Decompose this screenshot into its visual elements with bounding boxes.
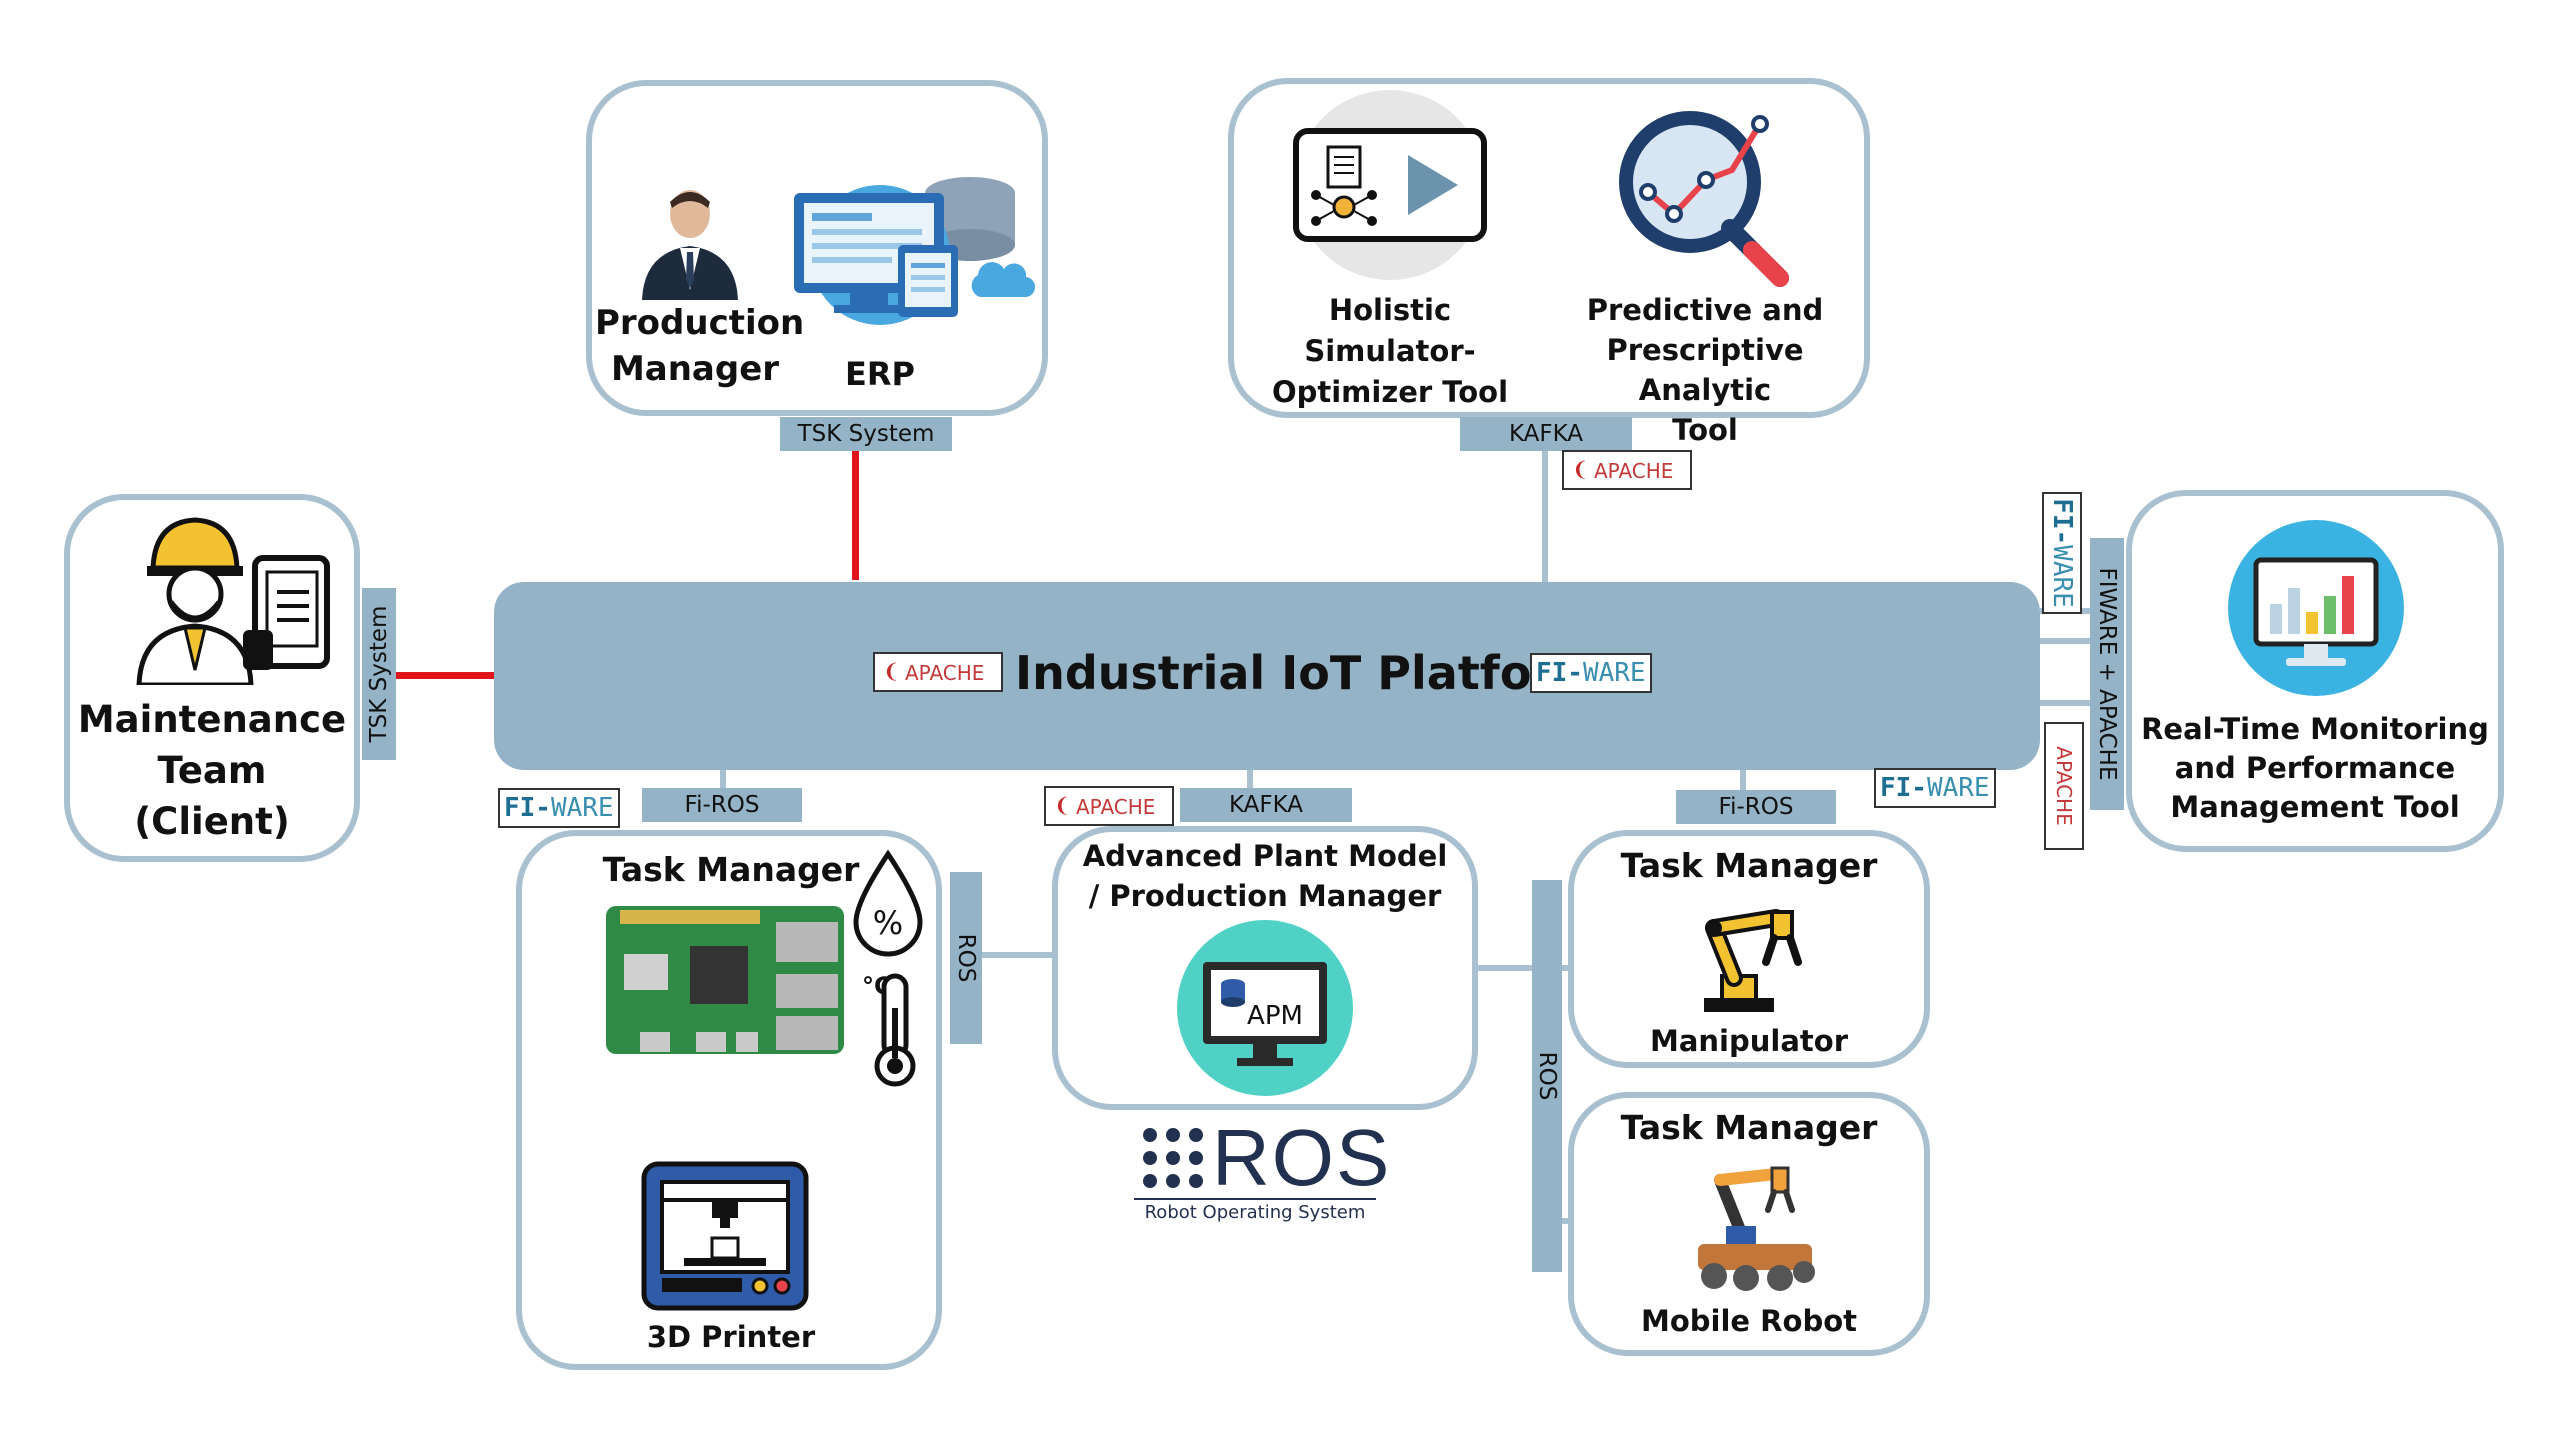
manipulator-label: Manipulator (1649, 1024, 1848, 1058)
production-manager-icon (642, 190, 738, 300)
link-analytics-platform (1542, 450, 1548, 582)
link-production-platform (852, 450, 859, 580)
link-taskleft-apm (980, 952, 1055, 958)
apm-monitor-icon: APM (1177, 920, 1353, 1096)
tsk-system-connector-left[interactable]: TSK System (362, 588, 396, 760)
link-taskright-platform (1740, 770, 1746, 790)
tsk-system-connector-top[interactable]: TSK System (780, 417, 952, 451)
monitoring-label: Real-Time Monitoring and Performance Man… (2141, 712, 2489, 824)
ros-brand-underline (1134, 1198, 1376, 1200)
predictive-label: Predictive and Prescriptive Analytic Too… (1586, 293, 1824, 447)
maintenance-worker-icon (136, 517, 330, 685)
platform-title: Industrial IoT Platform (1015, 646, 1603, 700)
apache-logo-bottom: ❨ APACHE (1044, 786, 1174, 826)
fiware-logo-left: FI-WARE (498, 788, 620, 828)
fiware-logo-platform: FI-WARE (1530, 653, 1652, 693)
ros-brand-text: ROS (1212, 1113, 1392, 1202)
fiware-logo-right-lower: FI-WARE (1874, 768, 1996, 808)
link-monitoring-platform-bot (2040, 700, 2110, 706)
erp-icon (794, 177, 1036, 325)
3d-printer-label: 3D Printer (646, 1320, 816, 1354)
3d-printer-icon (641, 1161, 809, 1311)
link-taskleft-platform (720, 770, 726, 790)
svg-text:%: % (873, 904, 903, 942)
production-manager-label: Production Manager (595, 303, 805, 389)
kafka-connector-bottom[interactable]: KAFKA (1180, 788, 1352, 822)
erp-label: ERP (845, 355, 915, 393)
ros-dots-icon (1143, 1128, 1203, 1188)
ros-connector-left[interactable]: ROS (950, 872, 982, 1044)
fi-ros-connector-right[interactable]: Fi-ROS (1676, 790, 1836, 824)
iot-platform-bar[interactable] (494, 582, 2040, 770)
task-manager-manipulator-title: Task Manager (1620, 846, 1878, 885)
ros-tagline: Robot Operating System (1144, 1202, 1366, 1223)
link-maintenance-platform (394, 672, 494, 679)
apache-logo-platform: ❨ APACHE (873, 652, 1003, 692)
link-apm-platform (1247, 770, 1253, 790)
monitoring-chart-icon (2228, 520, 2404, 696)
task-manager-left-title: Task Manager (602, 850, 860, 889)
svg-text:APM: APM (1247, 1001, 1303, 1031)
link-apm-rosbus (1475, 965, 1537, 971)
thermometer-icon: °C (862, 972, 916, 1087)
task-manager-mobile-title: Task Manager (1620, 1108, 1878, 1147)
task-manager-mobile-box[interactable] (1568, 1092, 1930, 1356)
fi-ros-connector-left[interactable]: Fi-ROS (642, 788, 802, 822)
task-manager-manipulator-box[interactable] (1568, 830, 1930, 1068)
fiware-apache-connector[interactable]: FIWARE + APACHE (2090, 538, 2124, 810)
simulator-icon (1293, 90, 1487, 280)
mobile-robot-label: Mobile Robot (1641, 1304, 1857, 1338)
humidity-sensor-icon: % (853, 850, 923, 957)
link-monitoring-platform-mid (2040, 638, 2110, 644)
robot-arm-icon (1704, 909, 1802, 1012)
predictive-analytics-icon (1619, 111, 1789, 287)
raspberry-pi-icon (606, 906, 844, 1054)
maintenance-label: Maintenance Team (Client) (77, 698, 347, 843)
apache-logo-right: APACHE (2044, 722, 2084, 850)
apache-logo-top: ❨ APACHE (1562, 450, 1692, 490)
fiware-logo-right: FI-WARE (2042, 492, 2082, 614)
ros-bus-right[interactable]: ROS (1532, 880, 1562, 1272)
mobile-robot-icon (1698, 1166, 1815, 1291)
simulator-label: Holistic Simulator- Optimizer Tool (1271, 293, 1509, 409)
apm-title: Advanced Plant Model / Production Manage… (1082, 839, 1448, 913)
kafka-connector-top[interactable]: KAFKA (1460, 417, 1632, 451)
